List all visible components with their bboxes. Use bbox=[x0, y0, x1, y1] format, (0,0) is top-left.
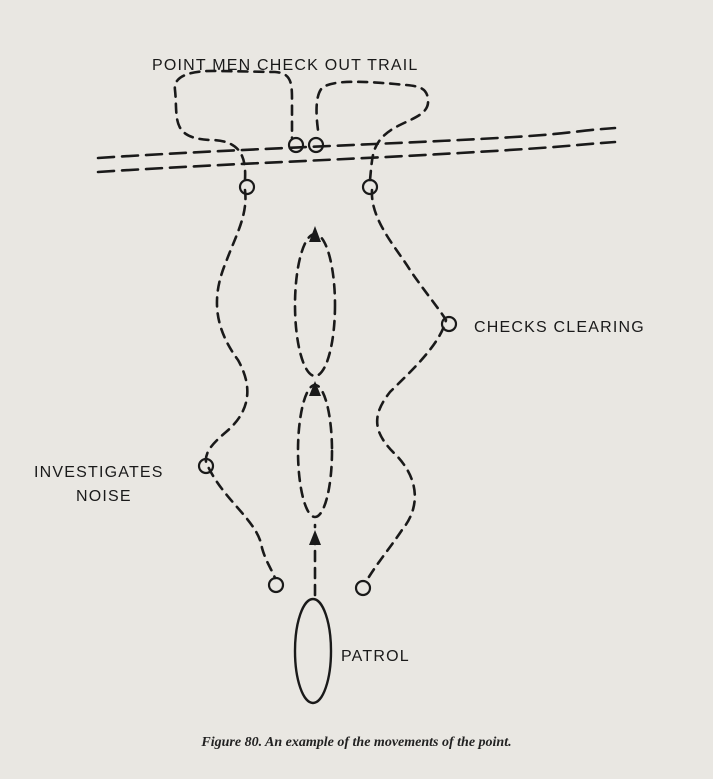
figure-caption: Figure 80. An example of the movements o… bbox=[201, 735, 512, 750]
label-patrol: PATROL bbox=[341, 648, 410, 665]
arrowhead-lower bbox=[309, 530, 321, 545]
point-man-check-trail-b bbox=[307, 136, 325, 154]
point-man-investigates-noise bbox=[197, 457, 215, 475]
point-man-loop-left bbox=[173, 69, 294, 182]
point-man-right-at-trail bbox=[361, 178, 379, 196]
trail-line-upper bbox=[96, 126, 617, 160]
label-noise: NOISE bbox=[76, 488, 132, 505]
point-man-left-at-trail bbox=[238, 178, 256, 196]
label-point-men: POINT MEN CHECK OUT TRAIL bbox=[152, 57, 419, 74]
point-man-checks-clearing bbox=[440, 315, 458, 333]
point-man-left-start bbox=[267, 576, 285, 594]
label-investigates: INVESTIGATES bbox=[34, 464, 164, 481]
patrol-loop-upper bbox=[293, 232, 337, 378]
right-flank-route bbox=[365, 188, 448, 582]
label-checks-clearing: CHECKS CLEARING bbox=[474, 319, 645, 336]
point-man-right-start bbox=[354, 579, 372, 597]
arrowhead-upper bbox=[309, 226, 321, 242]
arrowhead-middle bbox=[309, 381, 321, 396]
trail-line-lower bbox=[96, 140, 617, 174]
point-man-loop-right bbox=[315, 80, 430, 182]
patrol-body bbox=[293, 597, 333, 705]
patrol-loop-lower bbox=[296, 383, 334, 519]
left-flank-route bbox=[204, 188, 277, 580]
point-man-check-trail-a bbox=[287, 136, 305, 154]
